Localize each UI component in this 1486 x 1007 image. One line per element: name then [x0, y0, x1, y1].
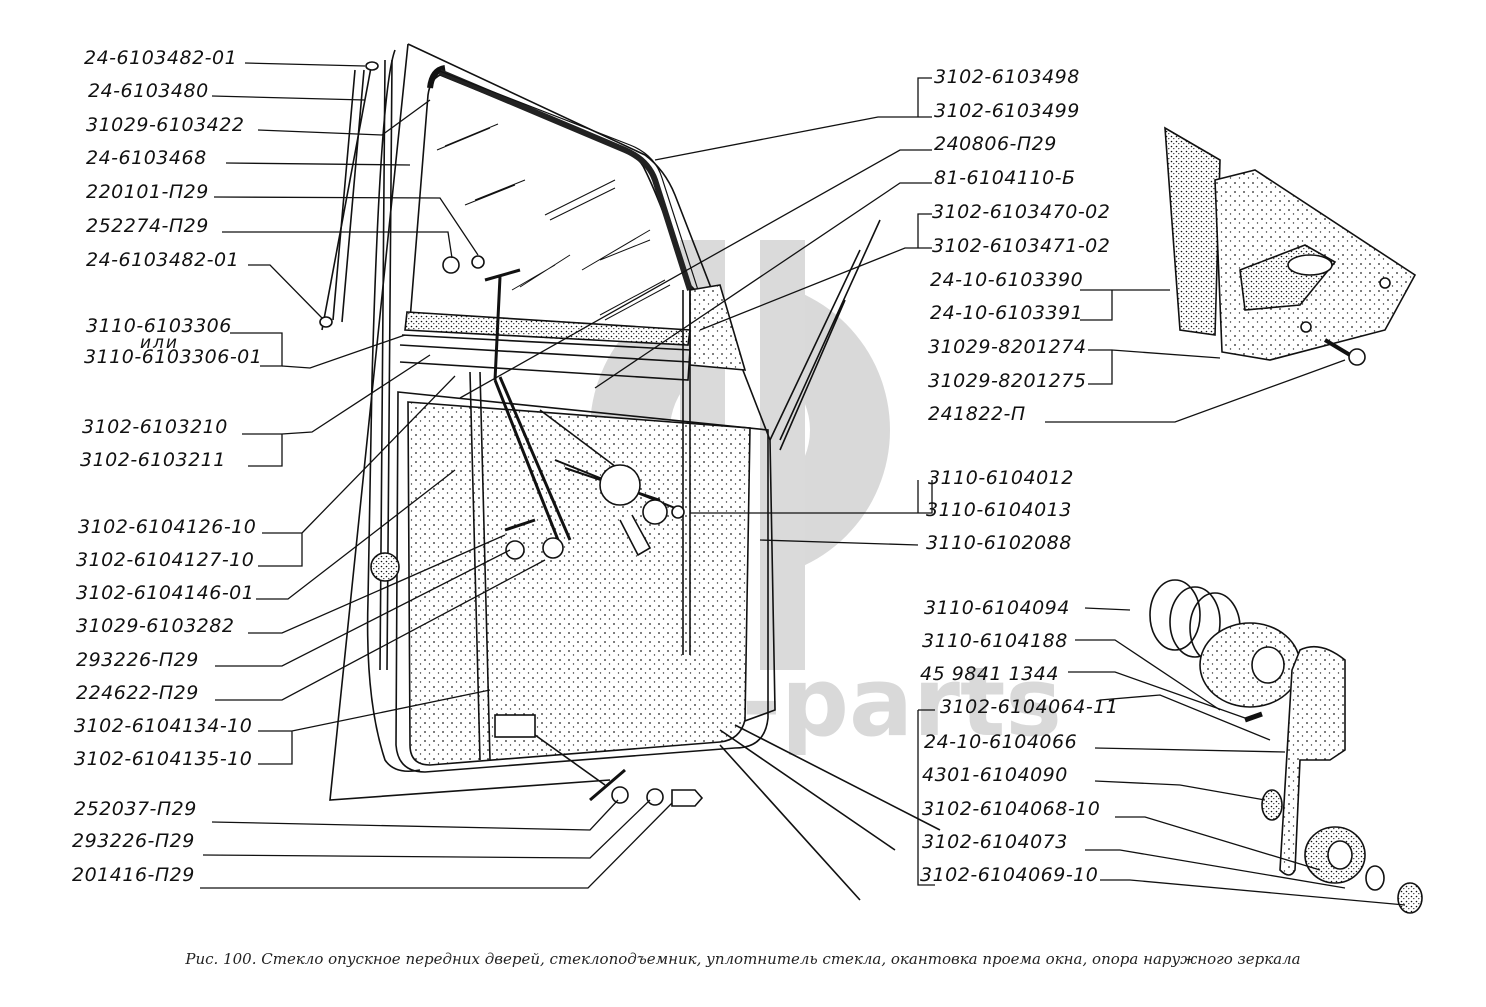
part-label: 24-6103482-01 — [86, 249, 240, 271]
part-label: 3110-6104012 — [928, 467, 1074, 489]
part-label: 3102-6104135-10 — [74, 748, 253, 770]
part-label: 3110-6104094 — [924, 597, 1070, 619]
part-label: 224622-П29 — [76, 682, 199, 704]
part-label: 3102-6104068-10 — [922, 798, 1101, 820]
part-label: 3110-6103306 — [86, 315, 232, 337]
part-label: 31029-6103282 — [76, 615, 235, 637]
part-label: 293226-П29 — [76, 649, 199, 671]
part-label: 31029-6103422 — [86, 114, 245, 136]
part-label: 24-6103480 — [88, 80, 209, 102]
part-label: 220101-П29 — [86, 181, 209, 203]
part-label: 240806-П29 — [934, 133, 1057, 155]
part-label: 252274-П29 — [86, 215, 209, 237]
part-label: 3102-6104126-10 — [78, 516, 257, 538]
mirror-bracket — [1164, 126, 1417, 366]
leader-lines-left — [200, 62, 673, 889]
part-label: 3110-6104013 — [926, 499, 1072, 521]
part-label: 3102-6103210 — [82, 416, 228, 438]
part-label: 3110-6102088 — [926, 532, 1072, 554]
part-label: 293226-П29 — [72, 830, 195, 852]
part-label: 3102-6104127-10 — [76, 549, 255, 571]
crank-handle-assembly — [1149, 579, 1423, 914]
part-label: 3102-6103499 — [934, 100, 1080, 122]
part-label: 24-6103482-01 — [84, 47, 238, 69]
part-label: 201416-П29 — [72, 864, 195, 886]
part-label: 3102-6103211 — [80, 449, 226, 471]
part-label: 3102-6104146-01 — [76, 582, 255, 604]
part-label: 3110-6103306-01 — [84, 346, 263, 368]
part-label: 24-10-6104066 — [924, 731, 1078, 753]
part-label: 3102-6103471-02 — [932, 235, 1111, 257]
part-label: 31029-8201275 — [928, 370, 1087, 392]
part-label: 3110-6104188 — [922, 630, 1068, 652]
part-label: 3102-6104073 — [922, 831, 1068, 853]
part-label: 45 9841 1344 — [920, 663, 1059, 685]
part-label: 31029-8201274 — [928, 336, 1087, 358]
part-label: 24-10-6103391 — [930, 302, 1084, 324]
part-label: 24-6103468 — [86, 147, 207, 169]
part-label: 4301-6104090 — [922, 764, 1068, 786]
part-label: 3102-6104134-10 — [74, 715, 253, 737]
figure-caption: Рис. 100. Стекло опускное передних двере… — [185, 950, 1301, 968]
part-label: 3102-6103470-02 — [932, 201, 1111, 223]
part-label: 3102-6104064-11 — [940, 696, 1119, 718]
part-label: 3102-6104069-10 — [920, 864, 1099, 886]
part-label-or: или — [140, 333, 179, 353]
leader-lines-right — [459, 77, 1406, 906]
part-label: 241822-П — [928, 403, 1026, 425]
part-label: 252037-П29 — [74, 798, 197, 820]
part-label: 24-10-6103390 — [930, 269, 1084, 291]
part-label: 81-6104110-Б — [934, 167, 1076, 189]
door-frame — [319, 43, 941, 901]
part-label: 3102-6103498 — [934, 66, 1080, 88]
